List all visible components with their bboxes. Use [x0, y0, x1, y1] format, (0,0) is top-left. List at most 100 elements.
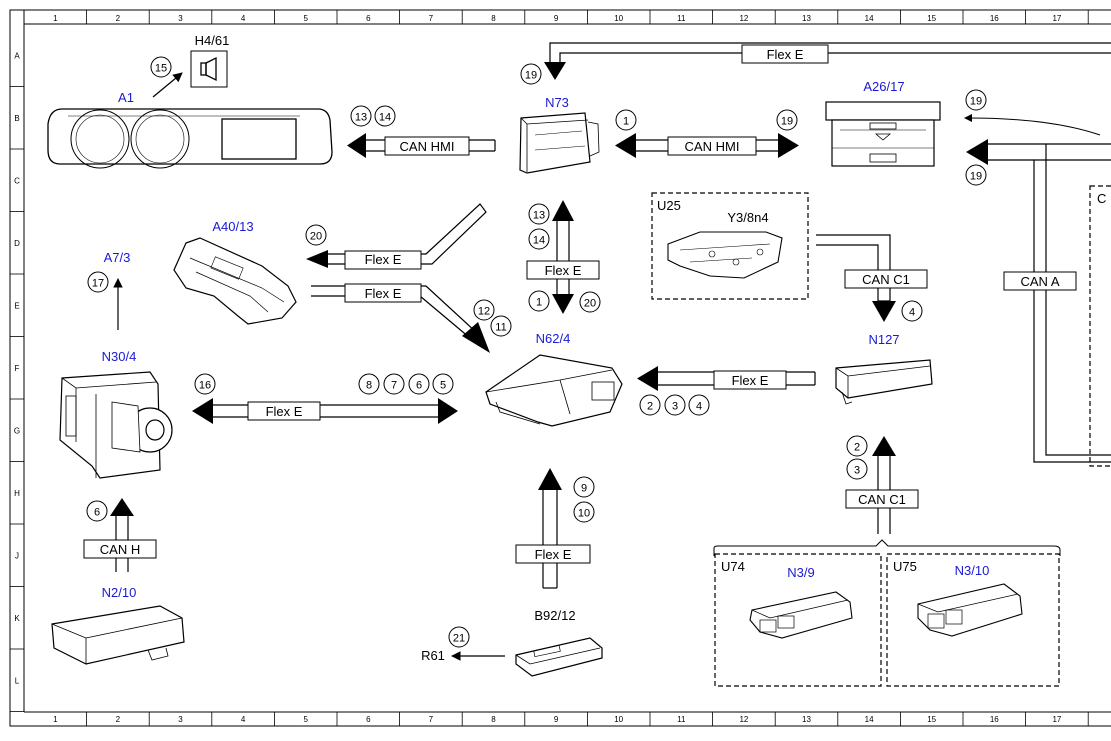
svg-text:12: 12 [478, 306, 490, 318]
bus-label-flex-e-n127: Flex E [732, 373, 769, 388]
svg-text:20: 20 [310, 231, 322, 243]
ecu-n3-10 [917, 583, 1023, 637]
label-a40-13: A40/13 [212, 219, 253, 234]
callout-5: 5 [432, 373, 454, 395]
ruler-row-label: J [15, 551, 19, 560]
callout-3: 3 [664, 394, 686, 416]
ruler-column-label: 17 [1052, 14, 1061, 23]
svg-text:1: 1 [623, 116, 629, 128]
svg-text:19: 19 [970, 171, 982, 183]
module-a40-13: A40/13 [173, 219, 297, 325]
ruler-column-label: 3 [178, 14, 183, 23]
svg-text:17: 17 [92, 278, 104, 290]
can-a-harness: CAN A [964, 114, 1111, 463]
group-u74: U74 N3/9 [714, 553, 882, 687]
ruler-column-label: 13 [802, 715, 811, 724]
callout-19: 19 [776, 109, 798, 131]
ruler-column-label: 1 [53, 14, 58, 23]
label-n127: N127 [868, 332, 899, 347]
ruler-column-label: 6 [366, 715, 371, 724]
ruler-row-label: L [15, 676, 20, 685]
svg-text:4: 4 [696, 401, 702, 413]
ruler-row-label: H [14, 489, 20, 498]
valve-body-y3-8n4 [667, 231, 783, 279]
callout-9: 9 [573, 476, 595, 498]
component-a7-3: A7/3 [104, 250, 131, 330]
ruler-column-label: 7 [429, 715, 434, 724]
ruler-column-label: 2 [116, 14, 121, 23]
svg-text:7: 7 [391, 380, 397, 392]
svg-text:9: 9 [581, 483, 587, 495]
callout-15: 15 [150, 56, 172, 78]
label-n62-4: N62/4 [536, 331, 571, 346]
callout-6: 6 [408, 373, 430, 395]
ruler-column-label: 6 [366, 14, 371, 23]
bus-label-flex-e-a40-upper: Flex E [365, 252, 402, 267]
bus-label-flex-e-horizontal: Flex E [266, 404, 303, 419]
callout-12: 12 [473, 299, 495, 321]
svg-text:16: 16 [199, 380, 211, 392]
ruler-row-label: A [14, 51, 20, 60]
group-label-u74: U74 [721, 559, 745, 574]
ruler-column-label: 3 [178, 715, 183, 724]
callout-3: 3 [846, 458, 868, 480]
svg-text:8: 8 [366, 380, 372, 392]
ecu-n3-9 [749, 591, 853, 639]
flex-e-top-harness: Flex E [544, 42, 1111, 80]
group-box-right-edge [1089, 185, 1111, 467]
module-n30-4: N30/4 [59, 349, 173, 479]
can-hmi-right-harness: CAN HMI [615, 133, 799, 158]
ruler-row-label: K [14, 614, 20, 623]
callout-4: 4 [901, 300, 923, 322]
svg-text:19: 19 [970, 96, 982, 108]
ruler-column-label: 17 [1052, 715, 1061, 724]
callout-19: 19 [965, 164, 987, 186]
flex-e-vertical-harness: Flex E [526, 200, 600, 314]
svg-text:5: 5 [440, 380, 446, 392]
bus-label-can-hmi-right: CAN HMI [685, 139, 740, 154]
svg-text:2: 2 [647, 401, 653, 413]
svg-text:14: 14 [379, 112, 391, 124]
label-n30-4: N30/4 [102, 349, 137, 364]
bus-label-can-c1-lower: CAN C1 [858, 492, 906, 507]
label-a7-3: A7/3 [104, 250, 131, 265]
callout-11: 11 [490, 315, 512, 337]
callout-20: 20 [305, 224, 327, 246]
group-label-u25: U25 [657, 198, 681, 213]
callout-1: 1 [528, 290, 550, 312]
callout-19: 19 [965, 89, 987, 111]
ruler-column-label: 11 [677, 715, 686, 724]
ruler-column-label: 8 [491, 715, 496, 724]
speaker-icon [200, 56, 217, 82]
label-n2-10: N2/10 [102, 585, 137, 600]
flex-e-a40-harness: Flex E Flex E [306, 203, 490, 353]
callout-21: 21 [448, 626, 470, 648]
label-b92-12: B92/12 [534, 608, 575, 623]
label-a26-17: A26/17 [863, 79, 904, 94]
ruler-column-label: 15 [927, 715, 936, 724]
sensor-b92-12: B92/12 R61 [421, 608, 603, 677]
callout-2: 2 [639, 394, 661, 416]
group-u25: U25 Y3/8n4 [651, 192, 809, 300]
svg-text:11: 11 [495, 322, 506, 334]
group-label-right-edge: C [1097, 191, 1106, 206]
label-n3-10: N3/10 [955, 563, 990, 578]
ruler-column-label: 10 [614, 14, 623, 23]
can-h-harness: CAN H [83, 498, 157, 572]
label-r61: R61 [421, 648, 445, 663]
module-n127: N127 [835, 332, 933, 405]
ruler-column-label: 16 [990, 715, 999, 724]
ruler-column-label: 10 [614, 715, 623, 724]
ruler-row-label: E [14, 301, 19, 310]
ruler-row-label: D [14, 239, 20, 248]
svg-text:3: 3 [854, 465, 860, 477]
ruler-column-label: 15 [927, 14, 936, 23]
callout-13: 13 [528, 203, 550, 225]
ruler-column-label: 12 [739, 715, 748, 724]
label-y3-8n4: Y3/8n4 [727, 210, 768, 225]
instrument-cluster-a1: A1 [47, 90, 333, 169]
